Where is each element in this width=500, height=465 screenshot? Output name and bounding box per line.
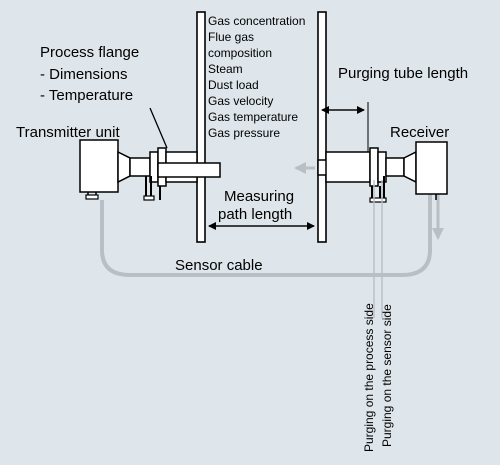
left-duct-wall <box>196 11 206 243</box>
transmitter-housing <box>79 139 119 193</box>
process-flange-item: - Temperature <box>40 87 133 104</box>
purging-tube-dimension <box>317 102 369 152</box>
receiver-housing <box>415 141 448 195</box>
gas-property-item: Gas concentration <box>208 14 305 28</box>
receiver-label: Receiver <box>390 124 449 141</box>
receiver-assembly <box>317 141 448 203</box>
gas-property-item: Gas pressure <box>208 126 280 140</box>
transmitter-unit-label: Transmitter unit <box>16 124 120 141</box>
gas-property-item: Dust load <box>208 78 259 92</box>
gas-property-item: Gas temperature <box>208 110 298 124</box>
purging-sensor-side-label: Purging on the sensor side <box>380 304 394 447</box>
measuring-path-label-line1: Measuring <box>224 188 294 205</box>
sensor-cable-label: Sensor cable <box>175 257 263 274</box>
purging-process-side-label: Purging on the process side <box>362 303 376 452</box>
sensor-cable <box>100 175 432 277</box>
process-flange-item: - Dimensions <box>40 66 128 83</box>
gas-properties-list: Gas concentration Flue gas composition S… <box>208 14 305 140</box>
measuring-path-label-line2: path length <box>218 206 292 223</box>
transmitter-assembly <box>79 139 221 201</box>
gas-property-item: Steam <box>208 62 243 76</box>
purging-tube-length-label: Purging tube length <box>338 65 468 82</box>
process-flange-leader <box>149 107 168 149</box>
process-flange-title: Process flange <box>40 44 139 61</box>
gas-property-item: Gas velocity <box>208 94 273 108</box>
gas-property-item: Flue gas <box>208 30 254 44</box>
gas-property-item: composition <box>208 46 272 60</box>
right-duct-wall <box>317 11 327 243</box>
